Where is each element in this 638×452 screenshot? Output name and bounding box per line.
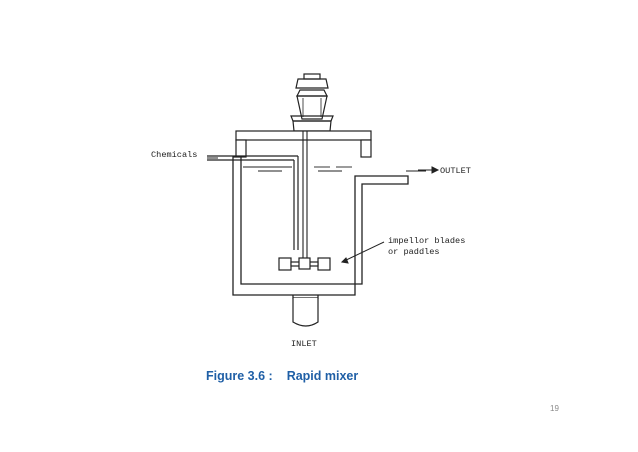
figure-number: Figure 3.6 : <box>206 369 273 383</box>
motor-middle-body <box>296 89 328 97</box>
impellor-label-line1: impellor blades <box>388 236 465 246</box>
motor-top-cap <box>303 73 321 80</box>
inlet-label: INLET <box>291 339 317 349</box>
motor-base <box>292 120 332 132</box>
figure-caption: Figure 3.6 : Rapid mixer <box>206 369 358 383</box>
chemical-feed-pipe <box>207 155 299 250</box>
motor-housing <box>296 95 328 120</box>
right-paddle <box>317 257 331 271</box>
tank-wall <box>232 156 409 299</box>
impeller-hub <box>298 257 311 270</box>
page-number: 19 <box>550 404 559 413</box>
motor-upper-body <box>295 78 329 89</box>
motor-assembly <box>290 73 334 132</box>
figure-title: Rapid mixer <box>286 369 359 383</box>
chemicals-label: Chemicals <box>151 150 197 160</box>
arrows <box>207 157 440 264</box>
inlet-pipe <box>292 298 319 327</box>
cover-right-leg <box>360 139 372 158</box>
impeller-pointer-arrowhead <box>340 257 349 264</box>
inlet-pipe-body <box>292 298 319 327</box>
impeller-shaft <box>302 131 308 262</box>
outlet-label: OUTLET <box>440 166 471 176</box>
impeller-pointer-line <box>341 241 385 263</box>
impeller-blades <box>278 257 331 271</box>
cover-left-leg <box>235 139 247 158</box>
outlet-arrowhead <box>431 166 440 174</box>
left-paddle <box>278 257 292 271</box>
water-surface <box>243 166 426 172</box>
mixing-tank <box>232 156 409 299</box>
impellor-label-line2: or paddles <box>388 247 440 257</box>
